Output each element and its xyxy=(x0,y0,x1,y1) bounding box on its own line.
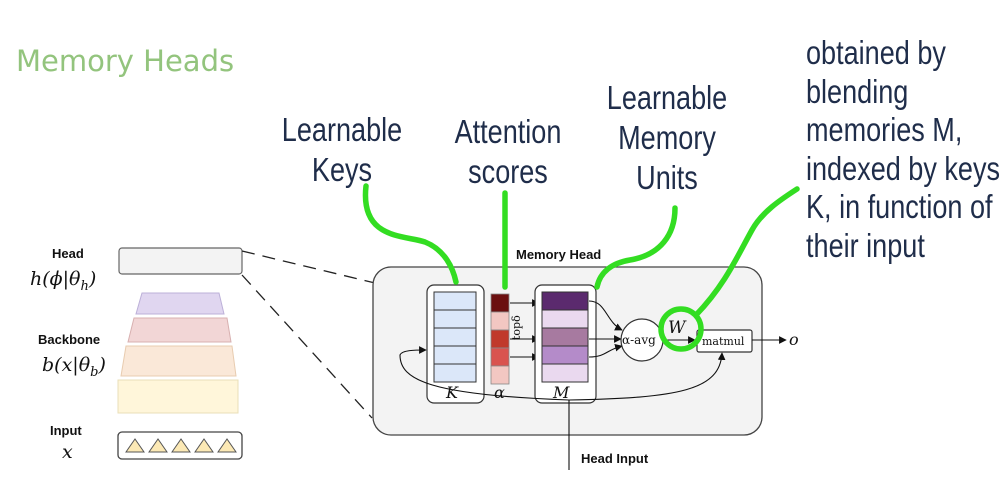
alpha-avg-label: α-avg xyxy=(622,333,656,347)
matmul-label: matmul xyxy=(702,335,745,348)
backbone-layer-4 xyxy=(117,379,239,414)
callout-learnable-keys: Learnable Keys xyxy=(276,110,407,190)
head-formula: h(ϕ|θh) xyxy=(30,268,96,294)
alpha-symbol: α xyxy=(494,383,505,402)
memory-matrix xyxy=(541,291,589,383)
weight-symbol: W xyxy=(668,318,687,338)
head-input-flow xyxy=(399,346,726,470)
explanation-line: memories M, xyxy=(806,111,963,148)
callout-connectors xyxy=(362,183,800,352)
callout-line: Units xyxy=(636,159,698,196)
explanation-line: indexed by keys xyxy=(806,149,1000,187)
callout-line: Keys xyxy=(311,151,373,188)
memory-symbol: M xyxy=(552,383,570,402)
memory-arrows xyxy=(588,300,623,358)
head-label: Head xyxy=(52,246,84,261)
explanation-text: obtained by blending memories M, indexed… xyxy=(806,34,1000,265)
topk-label: topδ xyxy=(510,315,523,340)
zoom-line-top xyxy=(241,250,376,284)
explanation-line: K, in function of xyxy=(806,188,993,225)
callout-line: scores xyxy=(468,153,548,190)
explanation-line: their input xyxy=(806,226,925,264)
callout-line: Learnable xyxy=(281,111,403,148)
output-symbol: o xyxy=(789,330,799,349)
callout-learnable-memory-units: Learnable Memory Units xyxy=(597,78,736,198)
zoom-line-bottom xyxy=(241,274,373,419)
backbone-layer-1 xyxy=(135,292,225,315)
head-block xyxy=(118,247,243,275)
slide-title: Memory Heads xyxy=(16,44,235,78)
input-tokens xyxy=(125,438,237,453)
explanation-line: obtained by xyxy=(806,34,946,71)
backbone-label: Backbone xyxy=(38,332,100,347)
explanation-connector xyxy=(693,186,800,318)
callout-line: Learnable xyxy=(606,79,728,116)
head-input-label: Head Input xyxy=(581,451,649,466)
input-symbol: x xyxy=(62,441,73,463)
left-stack: Head h(ϕ|θh) Backbone b(x|θb) Input x xyxy=(30,246,243,463)
backbone-layer-2 xyxy=(127,317,232,343)
attention-scores-column xyxy=(490,293,510,385)
keys-connector xyxy=(362,183,459,285)
memory-head-label: Memory Head xyxy=(516,247,601,262)
callout-line: Attention xyxy=(454,113,562,150)
topk-arrows xyxy=(510,299,540,361)
memory-connector xyxy=(594,205,678,290)
backbone-formula: b(x|θb) xyxy=(42,354,106,380)
keys-matrix xyxy=(433,291,477,383)
input-label: Input xyxy=(50,423,82,438)
callout-attention-scores: Attention scores xyxy=(442,112,573,192)
keys-symbol: K xyxy=(445,383,459,402)
weight-highlight-circle xyxy=(658,306,704,352)
backbone-layer-3 xyxy=(120,345,237,377)
callout-line: Memory xyxy=(618,119,716,156)
explanation-line: blending xyxy=(806,72,909,110)
